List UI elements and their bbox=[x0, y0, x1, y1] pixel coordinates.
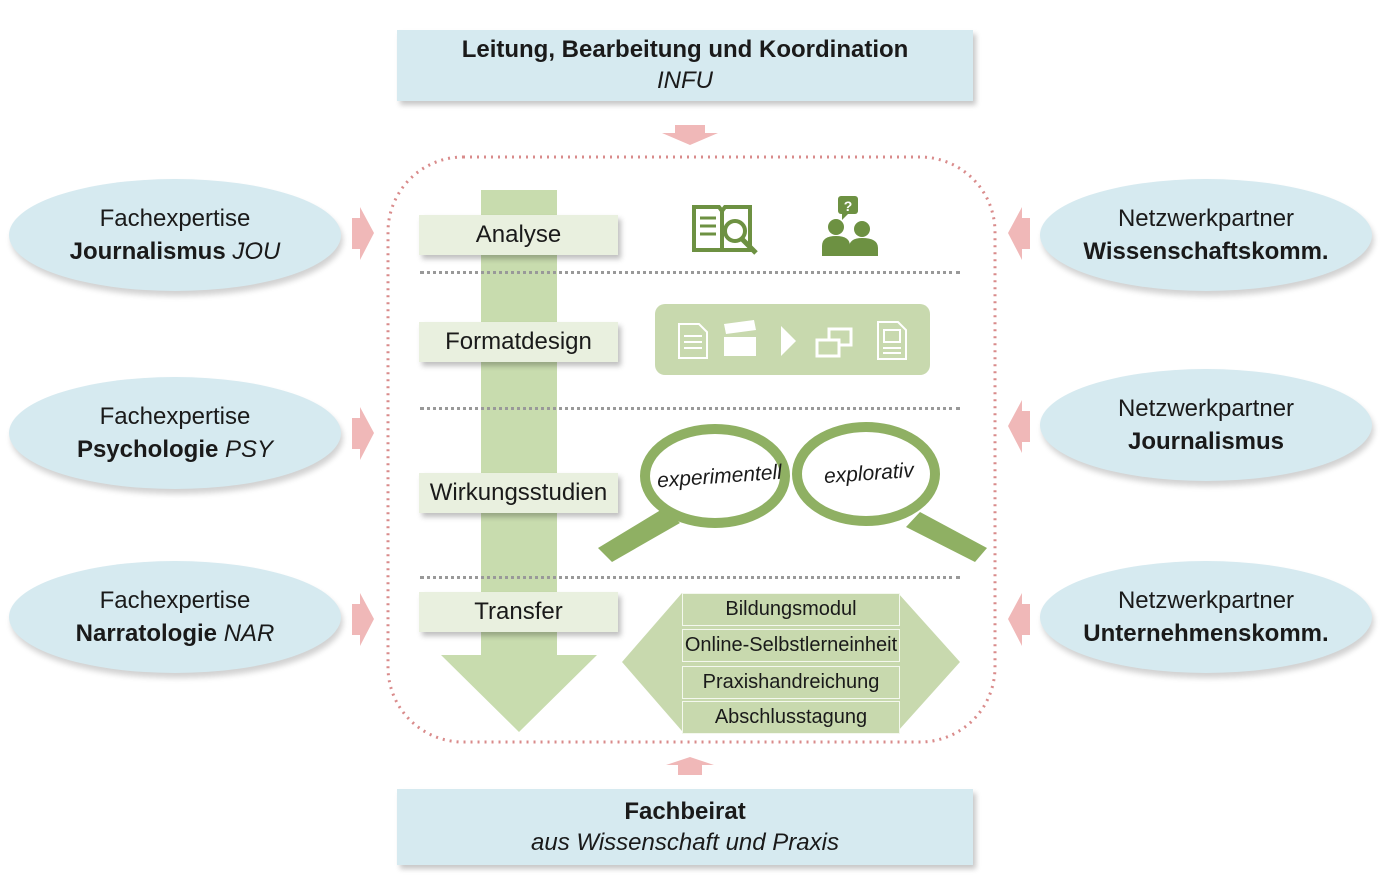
expertise-label: Fachexpertise bbox=[99, 403, 251, 430]
divider bbox=[420, 407, 960, 410]
people-question-icon: ? bbox=[822, 196, 878, 256]
step-formatdesign: Formatdesign bbox=[419, 322, 618, 362]
arrow-left-2 bbox=[352, 407, 374, 460]
partner-label: Netzwerkpartner bbox=[1117, 395, 1295, 422]
expertise-label: Fachexpertise bbox=[99, 587, 251, 614]
image-document-icon bbox=[877, 321, 907, 360]
lead-subtitle: INFU bbox=[657, 67, 713, 94]
output-item: Praxishandreichung bbox=[682, 666, 900, 699]
arrow-top-down bbox=[662, 125, 718, 145]
clapperboard-icon bbox=[724, 320, 756, 356]
expertise-field: Narratologie bbox=[75, 620, 218, 647]
advisory-subtitle: aus Wissenschaft und Praxis bbox=[531, 829, 839, 856]
lens-handle-right bbox=[906, 512, 987, 562]
lens-left bbox=[640, 424, 790, 528]
lead-box: Leitung, Bearbeitung und Koordination IN… bbox=[397, 30, 973, 101]
partner-journalism: Netzwerkpartner Journalismus bbox=[1040, 369, 1372, 481]
windows-icon bbox=[815, 327, 853, 358]
lead-title: Leitung, Bearbeitung und Koordination bbox=[461, 36, 909, 63]
expertise-label: Fachexpertise bbox=[99, 205, 251, 232]
step-analyse: Analyse bbox=[419, 215, 618, 255]
partner-field: Wissenschaftskomm. bbox=[1083, 238, 1329, 265]
expertise-field: Journalismus bbox=[69, 238, 226, 265]
expertise-journalism: Fachexpertise Journalismus JOU bbox=[9, 179, 341, 291]
divider bbox=[420, 576, 960, 579]
expertise-field: Psychologie bbox=[76, 436, 219, 463]
arrow-left-3 bbox=[352, 593, 374, 646]
svg-text:?: ? bbox=[844, 198, 853, 214]
arrow-right-3 bbox=[1008, 593, 1030, 646]
advisory-box: Fachbeirat aus Wissenschaft und Praxis bbox=[397, 789, 973, 865]
lens-handle-left bbox=[598, 508, 680, 562]
step-transfer: Transfer bbox=[419, 592, 618, 632]
play-icon bbox=[781, 326, 796, 356]
arrow-right-2 bbox=[1008, 400, 1030, 453]
partner-corporate-communication: Netzwerkpartner Unternehmenskomm. bbox=[1040, 561, 1372, 673]
expertise-narratology: Fachexpertise Narratologie NAR bbox=[9, 561, 341, 673]
lens-right bbox=[792, 422, 940, 526]
arrow-bottom-up bbox=[666, 757, 714, 775]
partner-science-communication: Netzwerkpartner Wissenschaftskomm. bbox=[1040, 179, 1372, 291]
output-item: Abschlusstagung bbox=[682, 701, 900, 734]
book-magnifier-icon bbox=[692, 205, 758, 255]
output-item: Bildungsmodul bbox=[682, 593, 900, 626]
process-flow-arrow bbox=[441, 190, 597, 732]
arrow-right-1 bbox=[1008, 207, 1030, 260]
document-icon bbox=[678, 323, 708, 359]
partner-label: Netzwerkpartner bbox=[1117, 587, 1295, 614]
process-frame bbox=[386, 155, 997, 744]
partner-label: Netzwerkpartner bbox=[1117, 205, 1295, 232]
arrow-left-1 bbox=[352, 207, 374, 260]
expertise-psychology: Fachexpertise Psychologie PSY bbox=[9, 377, 341, 489]
step-wirkungsstudien: Wirkungsstudien bbox=[419, 473, 618, 513]
partner-field: Journalismus bbox=[1127, 428, 1285, 455]
expertise-code: PSY bbox=[225, 436, 274, 463]
output-item: Online-Selbstlerneinheit bbox=[682, 629, 900, 662]
partner-field: Unternehmenskomm. bbox=[1083, 620, 1329, 647]
expertise-code: JOU bbox=[232, 238, 281, 265]
expertise-code: NAR bbox=[223, 620, 275, 647]
divider bbox=[420, 271, 960, 274]
advisory-title: Fachbeirat bbox=[624, 798, 746, 825]
